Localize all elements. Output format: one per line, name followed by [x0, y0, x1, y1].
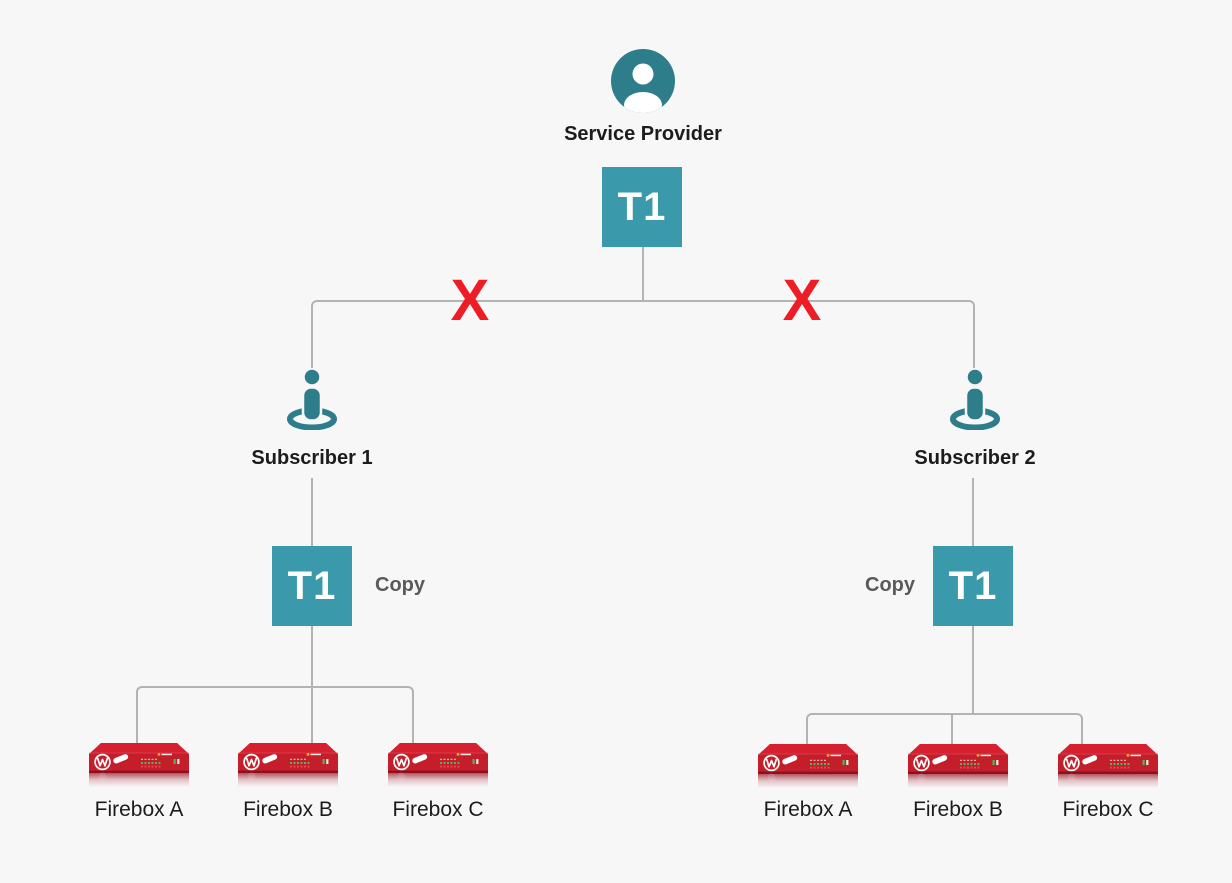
- connector-hub-to-subscribers: [311, 300, 975, 370]
- firebox-label: Firebox A: [763, 798, 853, 821]
- firebox-device-icon: [238, 742, 338, 788]
- connector-bus-to-firebox-b-right: [951, 713, 953, 744]
- t1-box-subscriber-1: T1: [272, 546, 352, 626]
- firebox-device-icon: [1058, 743, 1158, 789]
- firebox-label: Firebox C: [1062, 798, 1154, 821]
- connector-subscriber2-to-t1: [972, 478, 974, 546]
- firebox-device-icon: [89, 742, 189, 788]
- connector-firebox-bus-right: [806, 713, 1083, 744]
- firebox-device-icon: [908, 743, 1008, 789]
- x-mark-left: X: [450, 268, 490, 333]
- copy-label-subscriber-1: Copy: [375, 574, 425, 596]
- subscriber-1-label: Subscriber 1: [251, 447, 373, 469]
- connector-firebox-bus-left: [136, 686, 414, 743]
- firebox-device-icon: [388, 742, 488, 788]
- connector-t1-to-firebox-bus-right: [972, 626, 974, 714]
- firebox-label: Firebox B: [913, 798, 1003, 821]
- x-mark-right: X: [782, 268, 822, 333]
- person-marker-icon: [282, 368, 342, 430]
- firebox-label: Firebox A: [94, 798, 184, 821]
- connector-subscriber1-to-t1: [311, 478, 313, 546]
- firebox-label: Firebox B: [243, 798, 333, 821]
- firebox-device-icon: [758, 743, 858, 789]
- t1-box-subscriber-2: T1: [933, 546, 1013, 626]
- service-provider-label: Service Provider: [564, 123, 722, 145]
- connector-t1-to-firebox-bus-left: [311, 626, 313, 743]
- subscriber-2-label: Subscriber 2: [914, 447, 1036, 469]
- firebox-label: Firebox C: [392, 798, 484, 821]
- copy-label-subscriber-2: Copy: [865, 574, 915, 596]
- t1-box-main: T1: [602, 167, 682, 247]
- user-circle-icon: [611, 49, 675, 113]
- connector-t1-down: [642, 247, 644, 302]
- person-marker-icon: [945, 368, 1005, 430]
